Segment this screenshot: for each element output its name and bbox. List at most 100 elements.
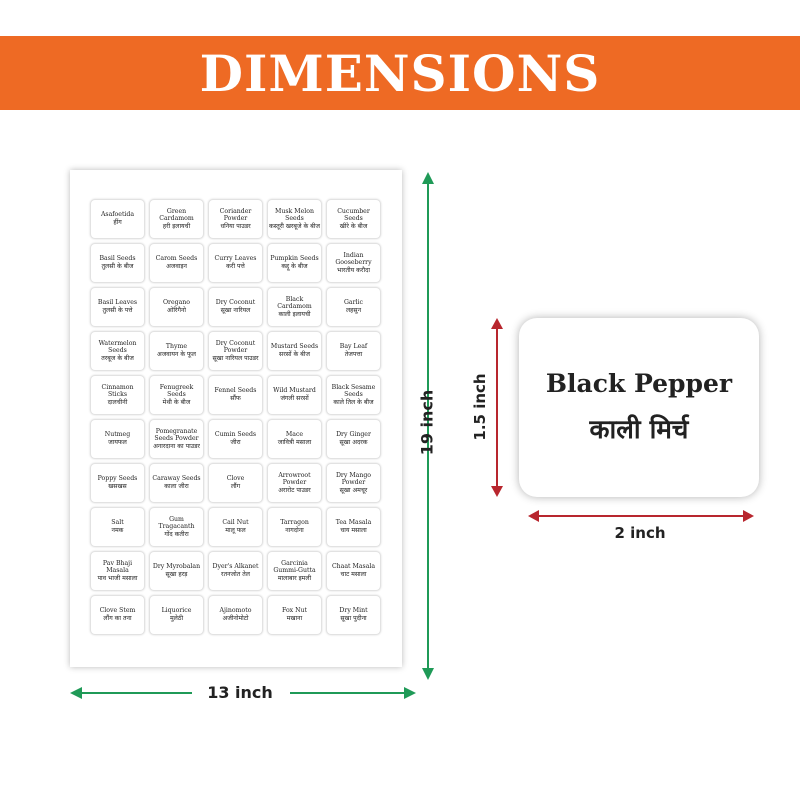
spice-label-hindi: जायफल bbox=[108, 439, 127, 446]
spice-label-english: Oregano bbox=[162, 299, 191, 306]
arrow-head-down-icon bbox=[491, 486, 503, 497]
spice-label-hindi: अनारदाना का पाउडर bbox=[153, 442, 200, 450]
sample-label-english: Black Pepper bbox=[545, 369, 733, 398]
spice-label-english: Basil Leaves bbox=[97, 299, 138, 306]
spice-label-hindi: मालू फल bbox=[225, 527, 246, 534]
spice-label-english: Cumin Seeds bbox=[214, 431, 257, 438]
spice-label-english: Bay Leaf bbox=[339, 343, 368, 350]
spice-label-english: Carom Seeds bbox=[155, 255, 198, 262]
spice-label-hindi: अजवायन के फूल bbox=[156, 351, 197, 358]
label-width-arrow bbox=[538, 515, 744, 517]
arrow-head-right-icon bbox=[404, 687, 416, 699]
spice-label-english: Dry Coconut bbox=[215, 299, 256, 306]
spice-label-hindi: गोंद कतीरा bbox=[164, 530, 189, 538]
spice-label-hindi: काली इलायची bbox=[278, 310, 311, 318]
label-height-arrow bbox=[496, 326, 498, 488]
spice-label-english: Caraway Seeds bbox=[152, 475, 201, 482]
label-width-label: 2 inch bbox=[614, 524, 666, 542]
spice-label-english: Wild Mustard bbox=[273, 387, 316, 394]
spice-label-hindi: खसखस bbox=[108, 483, 127, 490]
title-banner: DIMENSIONS bbox=[0, 36, 800, 110]
spice-label-hindi: हींग bbox=[113, 219, 122, 226]
spice-label-hindi: करी पत्ते bbox=[226, 263, 245, 270]
spice-label-hindi: मखाना bbox=[286, 615, 303, 622]
spice-label-english: Dry Myrobalan bbox=[152, 563, 201, 570]
spice-label-english: Green Cardamom bbox=[159, 207, 194, 222]
spice-label-hindi: अरारोट पाउडर bbox=[278, 486, 311, 494]
spice-label-english: Indian Gooseberry bbox=[335, 251, 372, 266]
sheet-height-arrow bbox=[427, 182, 429, 670]
spice-label-english: Poppy Seeds bbox=[97, 475, 138, 482]
spice-label-english: Dry Mint bbox=[339, 607, 368, 614]
spice-label-hindi: दालचीनी bbox=[107, 398, 128, 406]
arrow-head-left-icon bbox=[70, 687, 82, 699]
spice-label-english: Dry Mango Powder bbox=[335, 471, 372, 486]
spice-label-hindi: सरसों के बीज bbox=[279, 351, 310, 358]
spice-label-hindi: हरी इलायची bbox=[162, 222, 191, 230]
spice-label-hindi: काले तिल के बीज bbox=[333, 398, 374, 406]
spice-label-english: Asafoetida bbox=[100, 211, 135, 218]
spice-label-hindi: कस्तूरी खरबूजे के बीज bbox=[269, 222, 320, 230]
spice-label-english: Pomegranate Seeds Powder bbox=[154, 427, 199, 442]
spice-label-hindi: रतनजोत तेल bbox=[221, 571, 250, 578]
spice-label-english: Cucumber Seeds bbox=[337, 207, 370, 222]
spice-label-english: Liquorice bbox=[161, 607, 192, 614]
spice-label-english: Fennel Seeds bbox=[214, 387, 257, 394]
spice-label-hindi: कद्दू के बीज bbox=[281, 263, 308, 270]
spice-label-english: Black Cardamom bbox=[277, 295, 312, 310]
spice-label-hindi: खीरे के बीज bbox=[339, 222, 368, 230]
spice-label-hindi: तरबूज के बीज bbox=[101, 354, 134, 362]
spice-label-hindi: सूखा नारियल पाउडर bbox=[212, 354, 259, 362]
spice-label-english: Pav Bhaji Masala bbox=[102, 559, 133, 574]
sheet-width-arrow-right bbox=[290, 692, 405, 694]
spice-label-hindi: नागदोना bbox=[285, 527, 304, 534]
spice-label-english: Cail Nut bbox=[222, 519, 249, 526]
spice-label-hindi: सूखा नारियल bbox=[220, 307, 251, 314]
spice-label-hindi: तुलसी के पत्ते bbox=[102, 307, 133, 314]
spice-label-hindi: तुलसी के बीज bbox=[101, 263, 134, 270]
spice-label-hindi: जंगली सरसों bbox=[280, 395, 309, 402]
sample-label-card: Black Pepper काली मिर्च bbox=[519, 318, 759, 497]
spice-label-english: Dry Coconut Powder bbox=[215, 339, 256, 354]
spice-label-english: Garlic bbox=[343, 299, 363, 306]
spice-label-hindi: तेजपत्ता bbox=[344, 351, 363, 358]
spice-label-english: Tarragon bbox=[280, 519, 309, 526]
spice-label-hindi: अजीनोमोटो bbox=[222, 615, 249, 622]
banner-title: DIMENSIONS bbox=[199, 43, 601, 103]
sheet-width-arrow-left bbox=[80, 692, 192, 694]
spice-label-english: Dyer's Alkanet bbox=[212, 563, 259, 570]
spice-label-english: Salt bbox=[111, 519, 124, 526]
spice-label-english: Watermelon Seeds bbox=[98, 339, 137, 354]
spice-label-english: Fenugreek Seeds bbox=[159, 383, 194, 398]
spice-label-english: Fox Nut bbox=[281, 607, 308, 614]
